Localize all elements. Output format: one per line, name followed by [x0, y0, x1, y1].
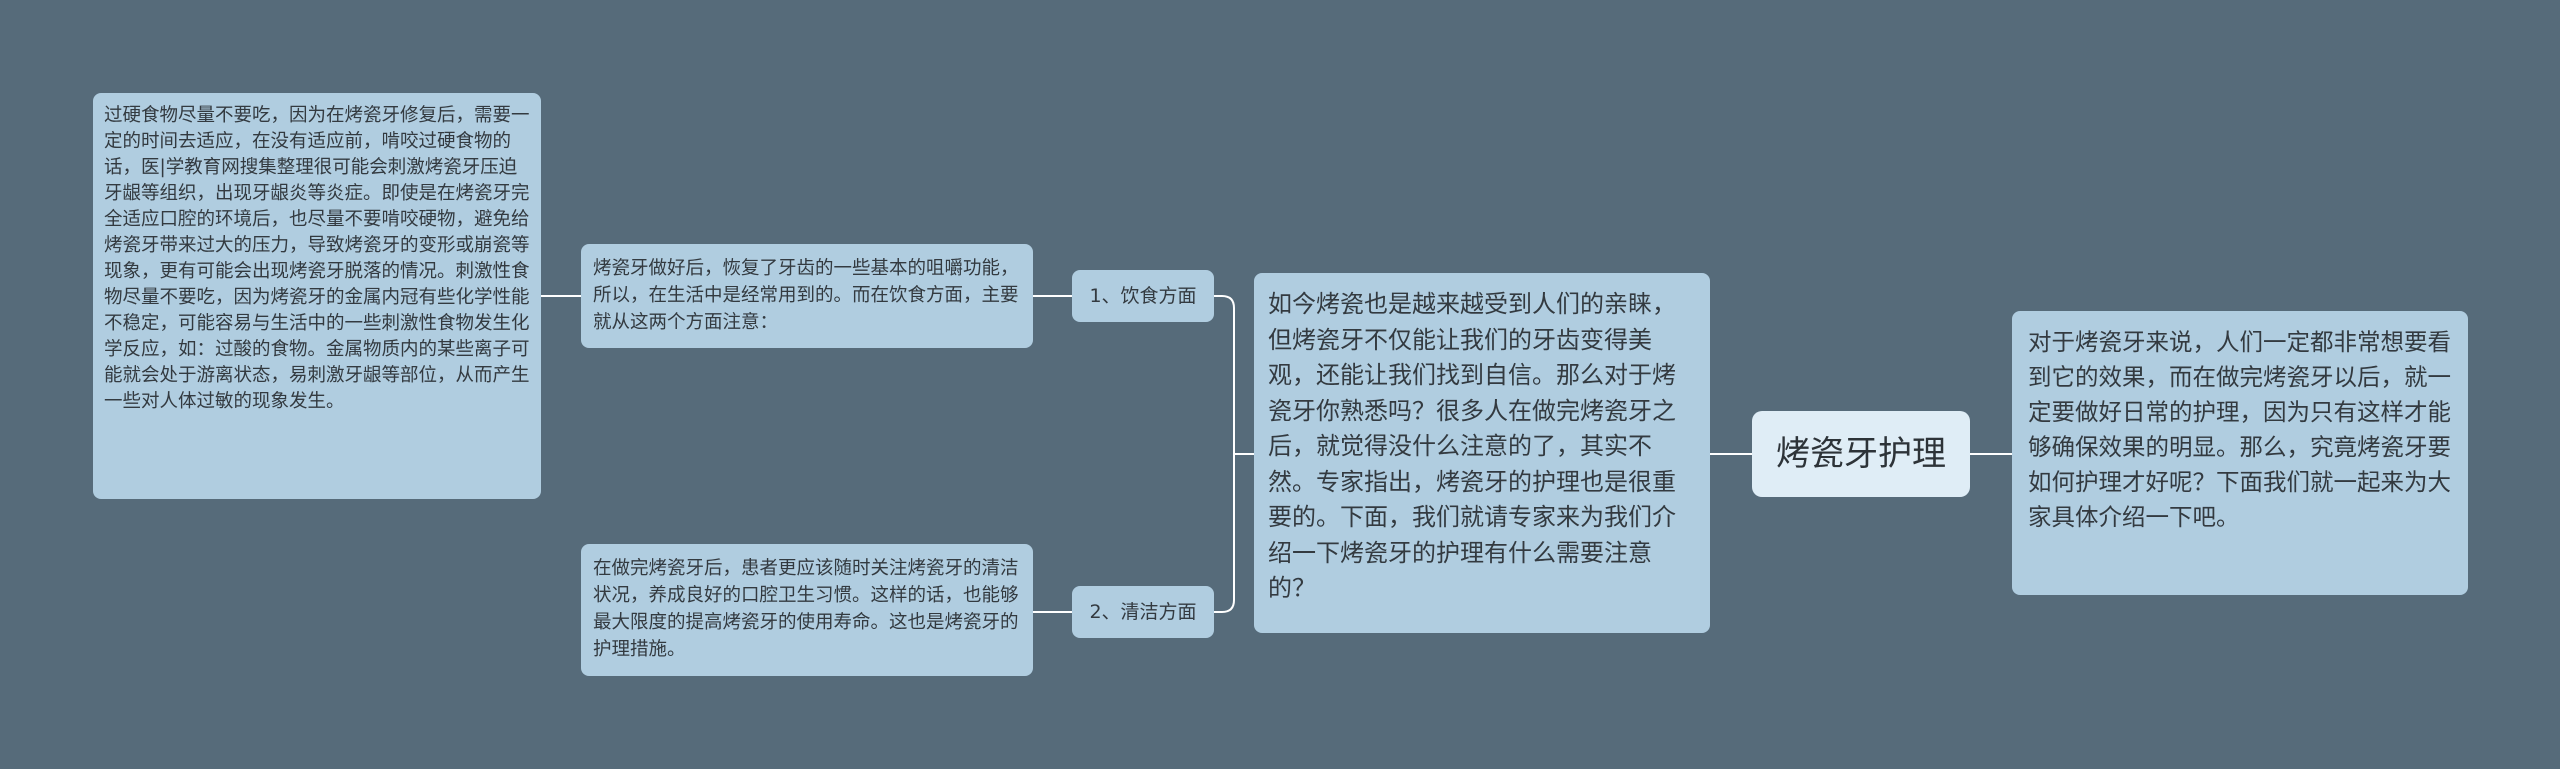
root-node[interactable]: 烤瓷牙护理: [1752, 411, 1970, 497]
cleaning-detail-node[interactable]: 在做完烤瓷牙后，患者更应该随时关注烤瓷牙的清洁状况，养成良好的口腔卫生习惯。这样…: [581, 544, 1033, 676]
connector-intro-left-to-categories: [1214, 295, 1254, 613]
branch-cleaning-node[interactable]: 2、清洁方面: [1072, 586, 1214, 638]
branch-diet-node[interactable]: 1、饮食方面: [1072, 270, 1214, 322]
diet-leaf-node[interactable]: 过硬食物尽量不要吃，因为在烤瓷牙修复后，需要一定的时间去适应，在没有适应前，啃咬…: [93, 93, 541, 499]
diet-detail-node[interactable]: 烤瓷牙做好后，恢复了牙齿的一些基本的咀嚼功能，所以，在生活中是经常用到的。而在饮…: [581, 244, 1033, 348]
intro-right-node[interactable]: 对于烤瓷牙来说，人们一定都非常想要看到它的效果，而在做完烤瓷牙以后，就一定要做好…: [2012, 311, 2468, 595]
intro-left-node[interactable]: 如今烤瓷也是越来越受到人们的亲睐，但烤瓷牙不仅能让我们的牙齿变得美观，还能让我们…: [1254, 273, 1710, 633]
